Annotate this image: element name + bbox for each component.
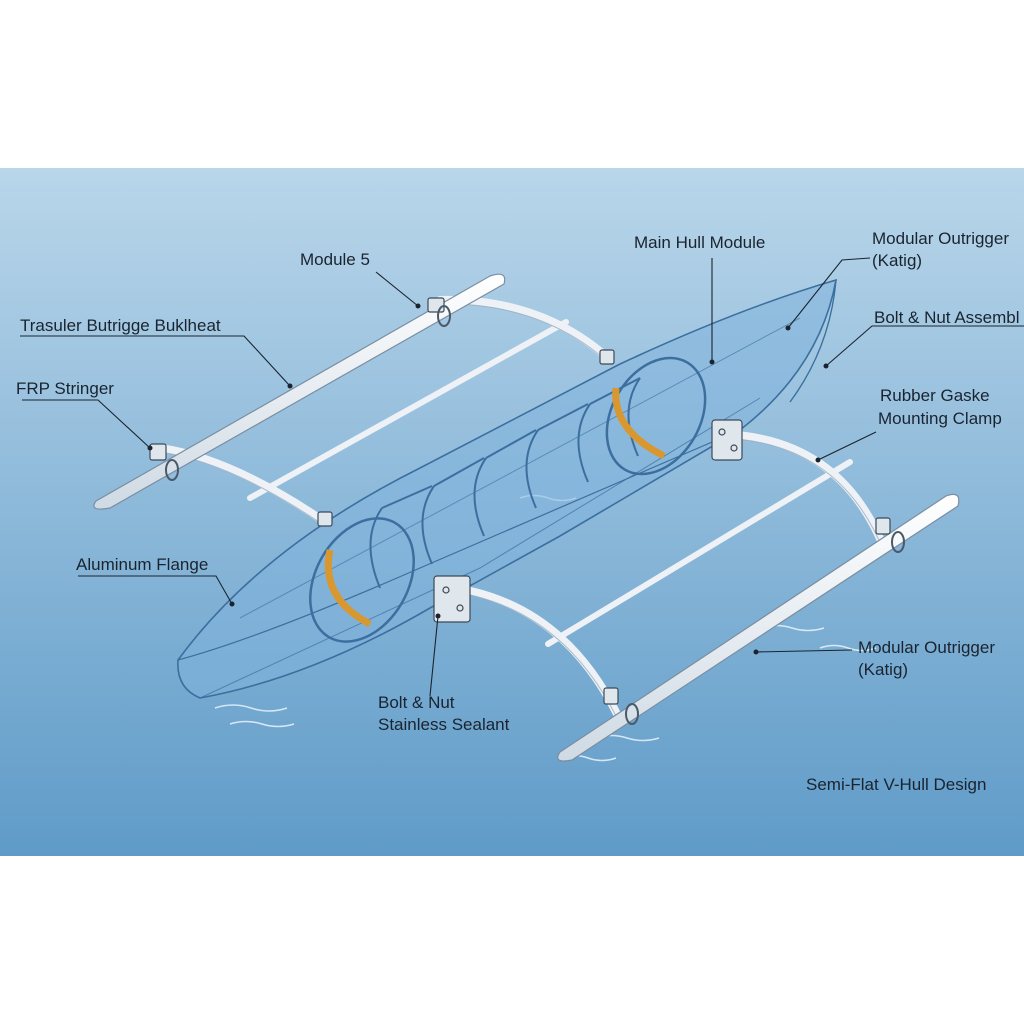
- label-module5: Module 5: [300, 250, 370, 269]
- leader-outrigger-top: [787, 257, 871, 329]
- outrigger-arms: [156, 295, 888, 720]
- stringer-left: [247, 319, 569, 501]
- main-hull: [177, 278, 838, 699]
- outrigger-float-left: [93, 273, 506, 510]
- leader-lines: [20, 257, 1024, 697]
- stringer-right: [545, 459, 853, 647]
- leader-module5: [375, 271, 419, 307]
- leader-bolt-nut: [429, 615, 439, 697]
- label-bolt-nut-line2: Stainless Sealant: [378, 715, 510, 734]
- arm-rear-right: [718, 430, 888, 552]
- arm-front-left: [156, 444, 326, 524]
- label-main-hull-module: Main Hull Module: [634, 233, 766, 252]
- mounting-clamps: [149, 297, 891, 705]
- label-mounting-clamp: Mounting Clamp: [878, 409, 1002, 428]
- label-transverse-bulkhead: Trasuler Butrigge Buklheat: [20, 316, 221, 335]
- label-aluminum-flange: Aluminum Flange: [76, 555, 209, 574]
- label-bolt-nut-assembly: Bolt & Nut Assembl: [874, 308, 1020, 327]
- outrigger-boat-illustration: [0, 168, 1024, 856]
- label-modular-outrigger-top-line1: Modular Outrigger: [872, 229, 1010, 248]
- leader-aluminum-flange: [78, 575, 233, 605]
- diagram-panel: Module 5 Main Hull Module Modular Outrig…: [0, 168, 1024, 856]
- outrigger-float-right: [557, 493, 960, 762]
- label-bolt-nut-line1: Bolt & Nut: [378, 693, 455, 712]
- label-rubber-gasket: Rubber Gaske: [880, 386, 990, 405]
- label-modular-outrigger-bottom-line1: Modular Outrigger: [858, 638, 996, 657]
- leader-clamp: [817, 431, 877, 461]
- leader-bulkhead: [20, 335, 291, 387]
- label-modular-outrigger-top-line2: (Katig): [872, 251, 923, 270]
- leader-outrigger-bottom: [755, 649, 853, 653]
- label-modular-outrigger-bottom-line2: (Katig): [858, 660, 909, 679]
- leader-frp-stringer: [22, 399, 151, 449]
- label-frp-stringer: FRP Stringer: [16, 379, 114, 398]
- label-hull-design: Semi-Flat V-Hull Design: [806, 775, 987, 794]
- leader-bolt-nut-assembly: [825, 325, 1024, 367]
